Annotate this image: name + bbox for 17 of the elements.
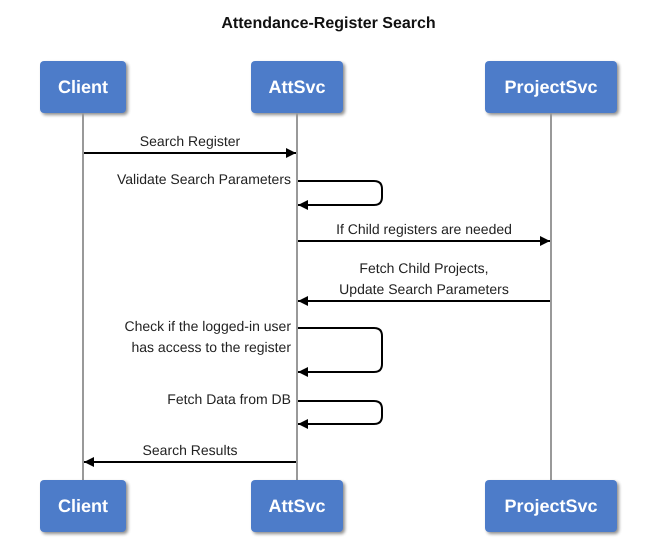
participant-box: AttSvc — [251, 480, 343, 532]
participant-box: Client — [40, 61, 126, 113]
diagram-title: Attendance-Register Search — [220, 14, 437, 34]
participant-box: ProjectSvc — [485, 480, 617, 532]
participant-box: AttSvc — [251, 61, 343, 113]
self-message-arrow — [298, 327, 383, 377]
lifeline — [296, 113, 298, 480]
message-arrow — [298, 236, 550, 246]
message-arrow — [84, 148, 296, 158]
self-message-arrow — [298, 180, 383, 210]
lifeline — [82, 113, 84, 480]
lifeline — [550, 113, 552, 480]
participant-box: ProjectSvc — [485, 61, 617, 113]
participant-box: Client — [40, 480, 126, 532]
message-arrow — [84, 457, 296, 467]
message-arrow — [298, 296, 550, 306]
self-message-arrow — [298, 400, 383, 429]
